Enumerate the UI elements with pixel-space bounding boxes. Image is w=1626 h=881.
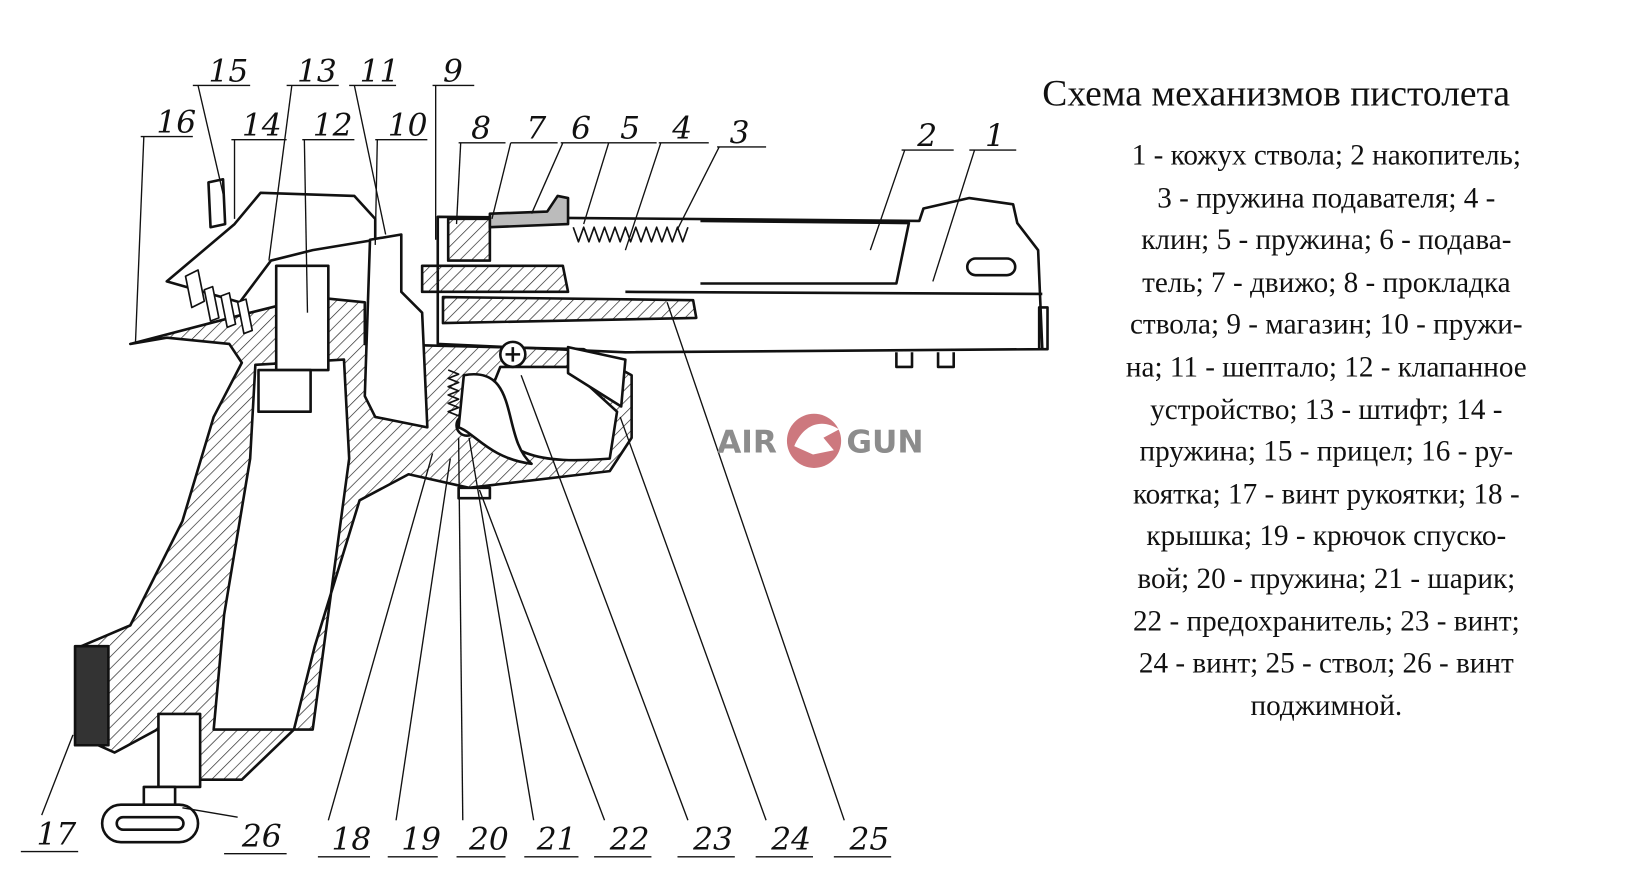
part-label-19: 19 — [401, 821, 441, 857]
leader-line — [41, 734, 74, 816]
part-label-23: 23 — [692, 821, 733, 857]
leader-line — [478, 489, 606, 821]
leader-line — [624, 142, 662, 251]
lanyard-loop — [100, 803, 200, 844]
legend-line: 3 - пружина подавателя; 4 - — [1157, 181, 1496, 215]
sear — [363, 233, 429, 429]
leader-line — [327, 453, 434, 821]
trigger — [457, 372, 533, 466]
part-label-24: 24 — [770, 821, 811, 857]
leader-line — [303, 139, 309, 313]
grip-frame — [73, 295, 633, 781]
legend-line: пружина; 15 - прицел; 16 - ру- — [1139, 435, 1514, 469]
legend-line: тель; 7 - движо; 8 - прокладка — [1142, 266, 1511, 299]
leader-line — [134, 136, 145, 342]
leader-line — [197, 85, 225, 199]
feeder — [488, 194, 570, 229]
barrel — [441, 295, 698, 325]
diagram-title: Схема механизмов пистолета — [1042, 71, 1511, 114]
part-label-14: 14 — [242, 107, 282, 143]
clamp-screw — [157, 712, 202, 789]
leader-line — [374, 139, 378, 245]
part-label-10: 10 — [388, 107, 428, 143]
leader-line — [468, 437, 535, 821]
logo-text-air: AIR — [717, 424, 777, 460]
legend-line: коятка; 17 - винт рукоятки; 18 - — [1132, 478, 1520, 511]
part-label-20: 20 — [468, 821, 509, 857]
legend-line: поджимной. — [1250, 689, 1403, 723]
leader-line — [676, 146, 720, 230]
safety — [566, 345, 627, 408]
part-label-12: 12 — [313, 107, 353, 143]
part-label-11: 11 — [360, 53, 400, 89]
legend: Схема механизмов пистолета 1 - кожух ств… — [1042, 71, 1610, 728]
part-label-17: 17 — [36, 816, 76, 852]
legend-line: устройство; 13 - штифт; 14 - — [1150, 393, 1503, 426]
legend-line: ствола; 9 - магазин; 10 - пружи- — [1129, 308, 1523, 342]
part-label-18: 18 — [331, 821, 371, 857]
part-label-15: 15 — [208, 53, 248, 89]
leader-line — [520, 374, 689, 821]
part-label-25: 25 — [848, 821, 889, 857]
part-label-6: 6 — [571, 111, 591, 147]
leader-line — [491, 142, 512, 220]
leader-line — [182, 807, 238, 818]
leader-line — [455, 142, 462, 225]
leader-line — [869, 149, 906, 251]
part-label-5: 5 — [620, 111, 640, 147]
accumulator — [700, 219, 911, 285]
legend-line: 24 - винт; 25 - ствол; 26 - винт — [1138, 647, 1514, 680]
leader-line — [530, 142, 564, 214]
part-label-16: 16 — [156, 104, 196, 140]
part-label-2: 2 — [916, 118, 937, 154]
legend-line: на; 11 - шептало; 12 - клапанное — [1125, 351, 1527, 384]
part-label-7: 7 — [526, 111, 546, 147]
legend-line: 22 - предохранитель; 23 - винт; — [1132, 605, 1520, 638]
part-label-13: 13 — [297, 53, 337, 89]
part-label-8: 8 — [471, 111, 491, 147]
shroud-slot — [965, 257, 1017, 277]
legend-line: крышка; 19 - крючок спуско- — [1146, 520, 1507, 553]
valve-device — [274, 264, 330, 372]
leader-line — [457, 437, 464, 821]
part-label-22: 22 — [609, 821, 650, 857]
legend-line: вой; 20 - пружина; 21 - шарик; — [1137, 562, 1516, 596]
leader-line — [395, 458, 451, 821]
part-label-3: 3 — [730, 115, 750, 151]
leader-line — [619, 416, 767, 821]
legend-line: 1 - кожух ствола; 2 накопитель; — [1131, 139, 1521, 172]
part-label-9: 9 — [443, 53, 463, 89]
part-label-4: 4 — [671, 111, 692, 147]
leader-line — [268, 85, 293, 261]
legend-line: клин; 5 - пружина; 6 - подава- — [1141, 224, 1512, 257]
part-label-26: 26 — [241, 818, 282, 854]
leader-line — [932, 149, 976, 282]
leader-line — [583, 142, 610, 225]
feeder-spring — [572, 226, 689, 243]
part-label-21: 21 — [536, 821, 577, 857]
part-label-1: 1 — [985, 118, 1005, 154]
leader-line — [353, 85, 387, 235]
airgun-logo: AIR GUN — [717, 413, 924, 468]
logo-text-gun: GUN — [846, 424, 923, 460]
leader-line — [666, 302, 845, 821]
